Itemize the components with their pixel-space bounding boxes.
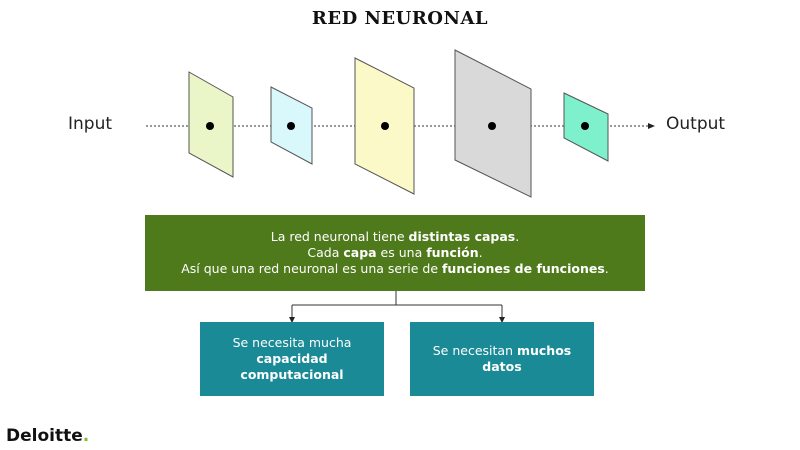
brand-logo: Deloitte. [6,426,89,446]
neuron-dot-1 [206,122,214,130]
neuron-dot-3 [381,122,389,130]
input-label: Input [68,114,113,134]
output-label: Output [666,114,726,134]
diagram-title: RED NEURONAL [311,8,489,29]
summary-line-1: La red neuronal tiene distintas capas. [270,229,520,244]
brand-name: Deloitte [6,426,83,446]
neuron-dot-5 [581,122,589,130]
data-requirement-box: Se necesitan muchos datos [410,322,594,396]
summary-line-3: Así que una red neuronal es una serie de… [181,261,609,276]
data-line-2: datos [482,359,522,374]
neuron-dot-4 [488,122,496,130]
compute-line-3: computacional [240,367,344,382]
compute-requirement-box: Se necesita mucha capacidad computaciona… [200,322,384,396]
summary-line-2: Cada capa es una función. [307,245,483,260]
compute-line-2: capacidad [256,351,328,366]
compute-line-1: Se necesita mucha [232,335,352,350]
summary-box: La red neuronal tiene distintas capas. C… [145,215,645,291]
data-line-1: Se necesitan muchos [432,343,572,358]
brand-dot: . [82,426,90,446]
neuron-dot-2 [287,122,295,130]
